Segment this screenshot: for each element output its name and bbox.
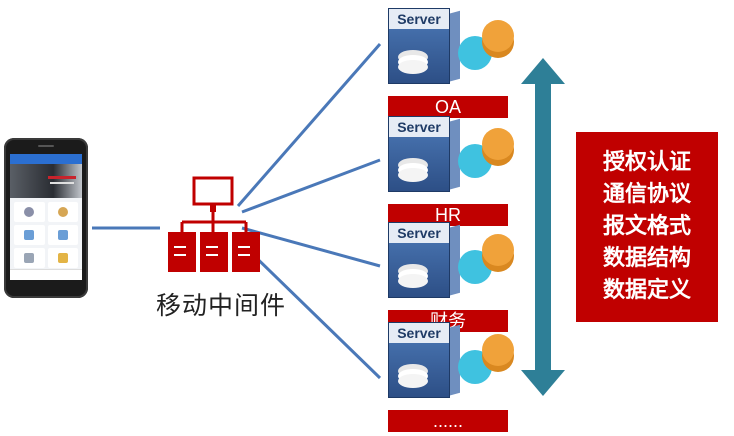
server-group-hr: Server HR — [388, 116, 518, 226]
middleware-icon — [168, 176, 260, 272]
disk-stack-icon — [398, 374, 428, 388]
middleware-to-finance-line — [241, 226, 381, 268]
phone-screen — [10, 154, 82, 280]
phone-app-tile — [14, 248, 45, 268]
double-arrow-icon — [521, 58, 565, 396]
server-group-more: Server ...... — [388, 322, 518, 432]
database-icon — [482, 334, 514, 366]
database-icon — [482, 128, 514, 160]
phone-banner-image — [10, 164, 82, 198]
legend-item: 通信协议 — [602, 182, 691, 207]
middleware-to-oa-line — [236, 43, 382, 207]
phone-app-tile — [47, 202, 78, 222]
server-icon: Server — [388, 222, 450, 298]
database-icon — [482, 234, 514, 266]
phone-app-tile — [14, 202, 45, 222]
phone-app-tile — [47, 248, 78, 268]
middleware-label: 移动中间件 — [156, 291, 287, 320]
server-label: OA — [388, 96, 508, 118]
database-icon — [482, 20, 514, 52]
legend-item: 数据定义 — [602, 278, 691, 303]
phone-app-tile — [47, 225, 78, 245]
phone-speaker — [38, 145, 54, 147]
disk-stack-icon — [398, 60, 428, 74]
server-group-finance: Server 财务 — [388, 222, 518, 332]
middleware-to-more-line — [236, 238, 382, 380]
phone-app-topbar — [10, 154, 82, 164]
phone-app-tile — [14, 225, 45, 245]
disk-stack-icon — [398, 168, 428, 182]
standards-legend-box: 授权认证 通信协议 报文格式 数据结构 数据定义 — [576, 132, 718, 322]
mobile-phone — [4, 138, 88, 298]
disk-stack-icon — [398, 274, 428, 288]
phone-tab-bar — [10, 269, 82, 280]
server-label: HR — [388, 204, 508, 226]
phone-app-grid — [10, 198, 82, 272]
server-label: ...... — [388, 410, 508, 432]
legend-item: 数据结构 — [602, 246, 691, 271]
server-icon: Server — [388, 116, 450, 192]
legend-item: 报文格式 — [602, 214, 691, 239]
server-group-oa: Server OA — [388, 8, 518, 118]
middleware-to-hr-line — [241, 158, 381, 214]
legend-item: 授权认证 — [602, 150, 691, 175]
